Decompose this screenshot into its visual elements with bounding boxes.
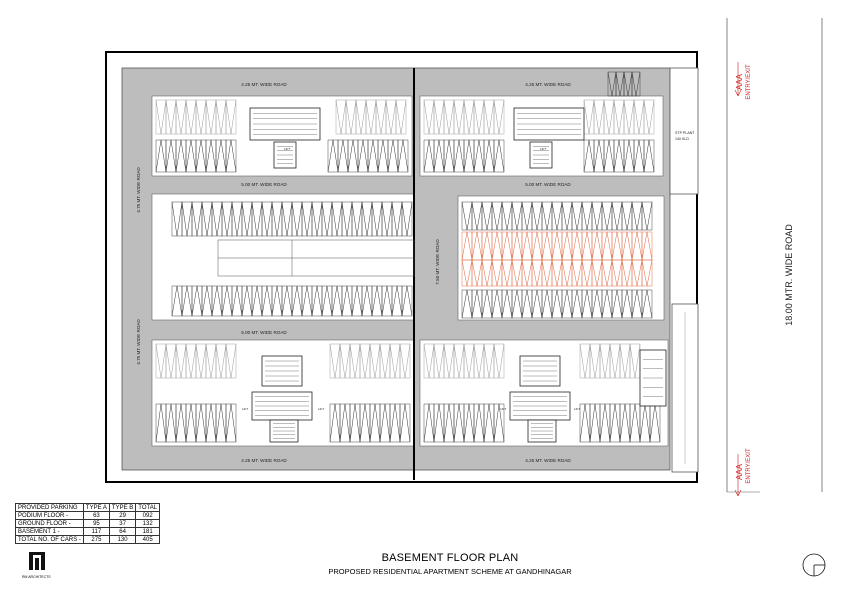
main-road-label: 18.00 MTR. WIDE ROAD bbox=[784, 224, 794, 326]
table-header-cell: TYPE A bbox=[82, 503, 110, 512]
firm-name: RM ARCHITECTS bbox=[22, 575, 51, 579]
table-header-cell: TYPE B bbox=[108, 503, 137, 512]
road-label-top-left: 4.25 MT. WIDE ROAD bbox=[241, 82, 287, 87]
lift-label: LIFT bbox=[574, 407, 580, 411]
lift-label: LIFT bbox=[318, 407, 324, 411]
entry-code-bottom: AAA bbox=[735, 463, 744, 480]
entry-arrow-bottom-icon bbox=[734, 454, 742, 497]
table-cell: 64 bbox=[108, 527, 137, 536]
table-cell: GROUND FLOOR - bbox=[15, 519, 84, 528]
road-label-top-right: 4.25 MT. WIDE ROAD bbox=[525, 82, 571, 87]
table-cell: 37 bbox=[108, 519, 137, 528]
table-cell: 181 bbox=[135, 527, 161, 536]
table-header-cell: PROVIDED PARKING bbox=[15, 503, 84, 512]
ramp-structure bbox=[217, 239, 415, 277]
table-cell: 29 bbox=[108, 511, 137, 520]
table-row: TOTAL NO. OF CARS - 275 130 405 bbox=[15, 535, 161, 544]
table-row: GROUND FLOOR - 95 37 132 bbox=[15, 519, 161, 528]
table-cell: 092 bbox=[135, 511, 161, 520]
road-label-bottom-left: 4.25 MT. WIDE ROAD bbox=[241, 458, 287, 463]
table-row: PODIUM FLOOR - 63 29 092 bbox=[15, 511, 161, 520]
stp-label-line2: 140 KLD bbox=[675, 137, 689, 141]
road-label-left-upper: 4.75 MT. WIDE ROAD bbox=[136, 167, 141, 213]
table-cell: 275 bbox=[82, 535, 110, 544]
drawing-subtitle: PROPOSED RESIDENTIAL APARTMENT SCHEME AT… bbox=[328, 567, 572, 576]
table-cell: 132 bbox=[135, 519, 161, 528]
drawing-title: BASEMENT FLOOR PLAN bbox=[381, 552, 519, 564]
lift-label: LIFT bbox=[284, 147, 290, 151]
entry-code-top: AAA bbox=[735, 73, 744, 90]
road-label-bottom-right: 4.25 MT. WIDE ROAD bbox=[525, 458, 571, 463]
road-label-mid-upper-right: 5.00 MT. WIDE ROAD bbox=[525, 182, 571, 187]
lift-label: LIFT bbox=[500, 407, 506, 411]
parking-stalls bbox=[155, 71, 661, 443]
road-label-mid-lower-left: 5.00 MT. WIDE ROAD bbox=[241, 330, 287, 335]
north-compass-icon bbox=[802, 553, 826, 577]
firm-logo-icon bbox=[29, 552, 45, 570]
road-label-center-vertical: 7.50 MT. WIDE ROAD bbox=[435, 239, 440, 285]
table-cell: 63 bbox=[82, 511, 110, 520]
road-label-left-lower: 4.75 MT. WIDE ROAD bbox=[136, 319, 141, 365]
entry-label-bottom: ENTRY/EXIT bbox=[746, 448, 752, 484]
lift-label: LIFT bbox=[242, 407, 248, 411]
table-cell: 117 bbox=[82, 527, 110, 536]
stp-plant-area bbox=[669, 67, 699, 195]
table-cell: TOTAL NO. OF CARS - bbox=[15, 535, 84, 544]
table-cell: 405 bbox=[135, 535, 161, 544]
table-cell: 95 bbox=[82, 519, 110, 528]
table-row: BASEMENT 1 - 117 64 181 bbox=[15, 527, 161, 536]
stp-label-line1: STP PLANT bbox=[675, 131, 695, 135]
site-boundary bbox=[105, 51, 698, 483]
table-header-cell: TOTAL bbox=[135, 503, 161, 512]
road-label-mid-upper-left: 5.00 MT. WIDE ROAD bbox=[241, 182, 287, 187]
table-cell: 130 bbox=[108, 535, 137, 544]
entry-arrow-top-icon bbox=[734, 62, 742, 97]
lift-label: LIFT bbox=[540, 147, 546, 151]
entry-label-top: ENTRY/EXIT bbox=[746, 64, 752, 100]
parking-table: PROVIDED PARKING TYPE A TYPE B TOTAL POD… bbox=[15, 503, 161, 544]
table-cell: BASEMENT 1 - bbox=[15, 527, 84, 536]
table-cell: PODIUM FLOOR - bbox=[15, 511, 84, 520]
parking-table-header: PROVIDED PARKING TYPE A TYPE B TOTAL bbox=[15, 503, 161, 512]
stair-lift-cores bbox=[249, 107, 667, 443]
